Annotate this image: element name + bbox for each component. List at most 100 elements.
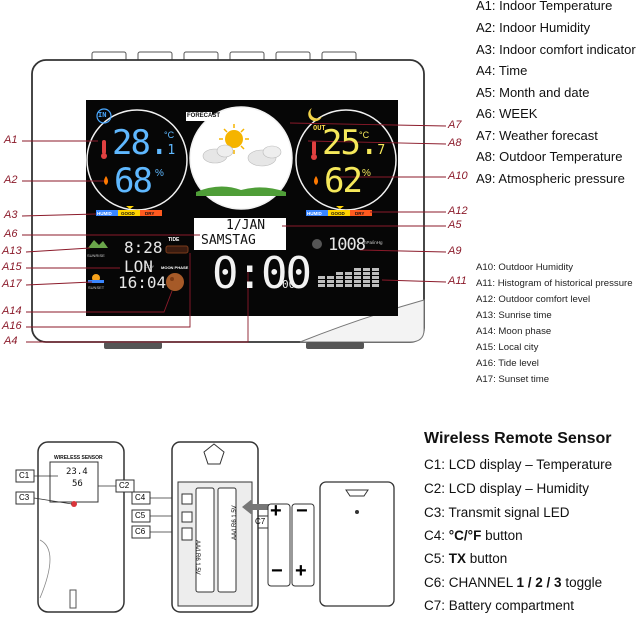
outdoor-comfort-dry: DRY [355,211,365,216]
indoor-humidity: 68 [114,161,153,201]
top-buttons [91,51,357,62]
histogram-cell [318,276,325,279]
sensor-foot [69,589,77,609]
date-box [194,218,286,250]
histogram-cell [354,272,361,275]
sensor-item-c3: C3: Transmit signal LED [424,505,570,520]
battery-2-plus: + [295,560,307,582]
histogram-cell [354,280,361,283]
histogram-cell [327,276,334,279]
box-c4: C4 [135,493,146,502]
indoor-drop-icon [104,176,108,185]
sensor-lcd [49,461,99,503]
box-c3: C3 [19,493,30,502]
legend-a2: A2: Indoor Humidity [476,20,591,35]
sunset-label: SUNSET [88,285,105,290]
histogram-cell [336,280,343,283]
sunset-icon [88,274,104,283]
callout-a6: A6 [4,228,18,240]
legend-a16: A16: Tide level [476,358,539,369]
battery-2 [217,487,237,593]
sensor-device-label: WIRELESS SENSOR [54,455,103,461]
loose-battery-1 [267,503,291,587]
battery-1-minus: − [271,560,283,582]
histogram-cell [363,276,370,279]
forecast-tag-bg [186,112,212,121]
leader-lines [21,122,447,343]
indoor-temp-unit: °C [164,130,175,140]
sensor-lcd-temp: 23.4 [66,467,88,477]
legend-a9: A9: Atmospheric pressure [476,171,625,186]
histogram-cell [318,284,325,287]
pressure-unit: hPa/inHg [364,240,383,245]
histogram-cell [345,276,352,279]
out-label: OUT [313,124,326,132]
sunset-time: 16:04 [118,273,167,292]
histogram-cell [372,284,379,287]
indoor-temp: 28.1 [112,123,175,163]
weekday-value: SAMSTAG [201,233,256,248]
sunrise-time: 8:28 [124,238,163,257]
histogram-cell [327,284,334,287]
moon-phase-label: MOON PHASE [161,265,189,270]
sensor-title: Wireless Remote Sensor [424,430,612,447]
landscape [196,186,286,196]
pressure-icon [312,239,322,249]
box-c5: C5 [135,511,146,520]
histogram-cell [354,268,361,271]
channel-toggle[interactable] [181,527,193,541]
histogram-cell [336,276,343,279]
callout-a2: A2 [4,174,18,186]
sensor-item-c6: C6: CHANNEL 1 / 2 / 3 toggle [424,575,603,590]
legend-a7: A7: Weather forecast [476,128,598,143]
callout-a7: A7 [448,119,462,131]
box-c1: C1 [19,471,30,480]
pressure-histogram [318,268,379,287]
callout-a13: A13 [2,245,22,257]
legend-a1: A1: Indoor Temperature [476,0,613,13]
legend-a8: A8: Outdoor Temperature [476,149,623,164]
battery-1-plus: + [270,500,282,522]
legend-a4: A4: Time [476,63,528,78]
sensor-diagram [15,441,395,613]
histogram-cell [336,284,343,287]
histogram-cell [363,268,370,271]
box-c6: C6 [135,527,146,536]
in-label: IN [98,111,107,119]
battery-2-minus: − [296,500,308,522]
histogram-cell [345,284,352,287]
box-c2: C2 [119,481,130,490]
sun-icon [219,124,249,154]
outdoor-drop-icon [314,176,318,185]
pressure-value: 1008 [328,235,366,255]
callout-a15: A15 [2,261,22,273]
histogram-cell [372,272,379,275]
indoor-comfort-dry: DRY [145,211,155,216]
battery-1-label: AA/LR6 1.5V [194,540,200,575]
callout-a3: A3 [4,209,18,221]
battery-cover [319,481,395,607]
histogram-cell [327,280,334,283]
cloud-icon [202,144,282,167]
histogram-cell [363,284,370,287]
legend-a5: A5: Month and date [476,85,590,100]
histogram-cell [318,280,325,283]
foot-left [104,342,162,349]
legend-a6: A6: WEEK [476,106,538,121]
outdoor-comfort-humid: HUMID [307,211,322,216]
legend-a10: A10: Outdoor Humidity [476,262,574,273]
histogram-cell [354,284,361,287]
callout-a8: A8 [448,137,462,149]
histogram-cell [345,280,352,283]
battery-2-label: AA/LR6 1.5V [232,505,238,540]
histogram-cell [336,272,343,275]
tx-button[interactable] [181,511,193,523]
sensor-lcd-hum: 56 [72,479,83,489]
callout-a10: A10 [448,170,468,182]
clock-value: 0:00 [212,248,312,299]
sensor-led-icon [71,501,77,507]
indoor-comfort-good: GOOD [121,211,135,216]
clock-seconds: 00 [282,278,296,291]
legend-a17: A17: Sunset time [476,374,550,385]
c-f-button[interactable] [181,493,193,505]
